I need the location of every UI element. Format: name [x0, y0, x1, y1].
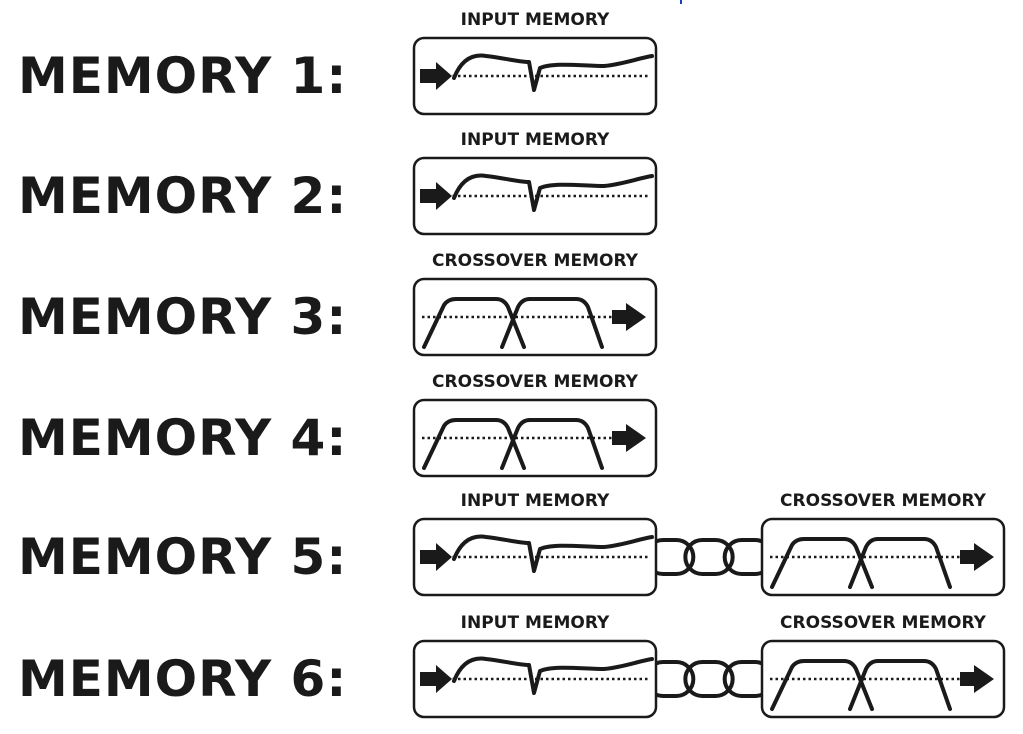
- signal-arrow-icon: [420, 665, 452, 693]
- module-title: INPUT MEMORY: [461, 613, 610, 633]
- crossover-high-curve-icon: [500, 418, 604, 470]
- memory-label: MEMORY 4:: [18, 409, 347, 467]
- memory-row-1: MEMORY 1: INPUT MEMORY: [18, 10, 658, 116]
- module-title: INPUT MEMORY: [461, 491, 610, 511]
- crossover-memory-module: CROSSOVER MEMORY: [412, 251, 658, 357]
- crossover-memory-module: CROSSOVER MEMORY: [412, 372, 658, 478]
- crossover-low-curve-icon: [422, 297, 526, 349]
- memory-row-6: MEMORY 6: INPUT MEMORY CROSSOVER MEMORY: [18, 613, 1006, 719]
- crossover-low-curve-icon: [770, 537, 874, 589]
- module-title: CROSSOVER MEMORY: [780, 613, 987, 633]
- eq-curve-icon: [452, 534, 654, 573]
- memory-row-4: MEMORY 4: CROSSOVER MEMORY: [18, 372, 658, 478]
- signal-arrow-icon: [612, 424, 646, 452]
- chain-link-icon: [644, 660, 775, 698]
- memory-label: MEMORY 3:: [18, 288, 347, 346]
- module-title: INPUT MEMORY: [461, 10, 610, 30]
- eq-curve-icon: [452, 656, 654, 695]
- crossover-high-curve-icon: [500, 297, 604, 349]
- eq-curve-icon: [452, 173, 654, 212]
- module-title: INPUT MEMORY: [461, 130, 610, 150]
- memory-label: MEMORY 2:: [18, 167, 347, 225]
- module-title: CROSSOVER MEMORY: [780, 491, 987, 511]
- crossover-memory-module: CROSSOVER MEMORY: [760, 613, 1006, 719]
- module-title: CROSSOVER MEMORY: [432, 251, 639, 271]
- memory-label: MEMORY 6:: [18, 650, 347, 708]
- memory-row-5: MEMORY 5: INPUT MEMORY CROSSOVER MEMORY: [18, 491, 1006, 597]
- memory-label: MEMORY 5:: [18, 528, 347, 586]
- signal-arrow-icon: [960, 665, 994, 693]
- signal-arrow-icon: [420, 543, 452, 571]
- signal-arrow-icon: [960, 543, 994, 571]
- eq-curve-icon: [452, 53, 654, 92]
- module-title: CROSSOVER MEMORY: [432, 372, 639, 392]
- input-memory-module: INPUT MEMORY: [412, 10, 658, 116]
- crossover-memory-module: CROSSOVER MEMORY: [760, 491, 1006, 597]
- input-memory-module: INPUT MEMORY: [412, 613, 658, 719]
- signal-arrow-icon: [612, 303, 646, 331]
- crossover-high-curve-icon: [848, 659, 952, 711]
- memory-label: MEMORY 1:: [18, 47, 347, 105]
- crossover-low-curve-icon: [422, 418, 526, 470]
- crossover-low-curve-icon: [770, 659, 874, 711]
- blue-mark: [680, 0, 682, 4]
- signal-arrow-icon: [420, 182, 452, 210]
- chain-link-icon: [644, 538, 775, 576]
- memory-row-2: MEMORY 2: INPUT MEMORY: [18, 130, 658, 236]
- input-memory-module: INPUT MEMORY: [412, 491, 658, 597]
- signal-arrow-icon: [420, 62, 452, 90]
- crossover-high-curve-icon: [848, 537, 952, 589]
- input-memory-module: INPUT MEMORY: [412, 130, 658, 236]
- memory-row-3: MEMORY 3: CROSSOVER MEMORY: [18, 251, 658, 357]
